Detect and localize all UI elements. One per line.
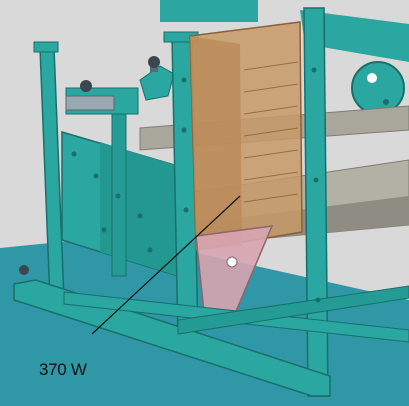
- post-left-cap: [33, 41, 59, 53]
- power-rating-label: 370 W: [39, 360, 87, 379]
- post-right: [303, 7, 329, 397]
- base-rail-front: [13, 279, 331, 397]
- foot-bolt: [19, 265, 29, 275]
- upper-frame-left: [160, 0, 258, 22]
- motor-side-face: [190, 36, 242, 250]
- shaft-end-cap: [80, 80, 92, 92]
- upper-frame-right: [300, 10, 409, 62]
- pulley-hole: [367, 73, 377, 83]
- bracket-hole: [226, 256, 238, 268]
- pulley-wheel: [351, 61, 405, 115]
- motor-fins: [243, 61, 299, 203]
- shaft-knob-cap: [148, 56, 160, 68]
- shaft-bearing: [65, 95, 115, 111]
- callout-leader: [91, 195, 241, 335]
- rear-post: [111, 105, 127, 277]
- pulley-bolt: [383, 99, 389, 105]
- frame-bolts: [71, 67, 321, 303]
- base-rail-rear: [177, 285, 409, 335]
